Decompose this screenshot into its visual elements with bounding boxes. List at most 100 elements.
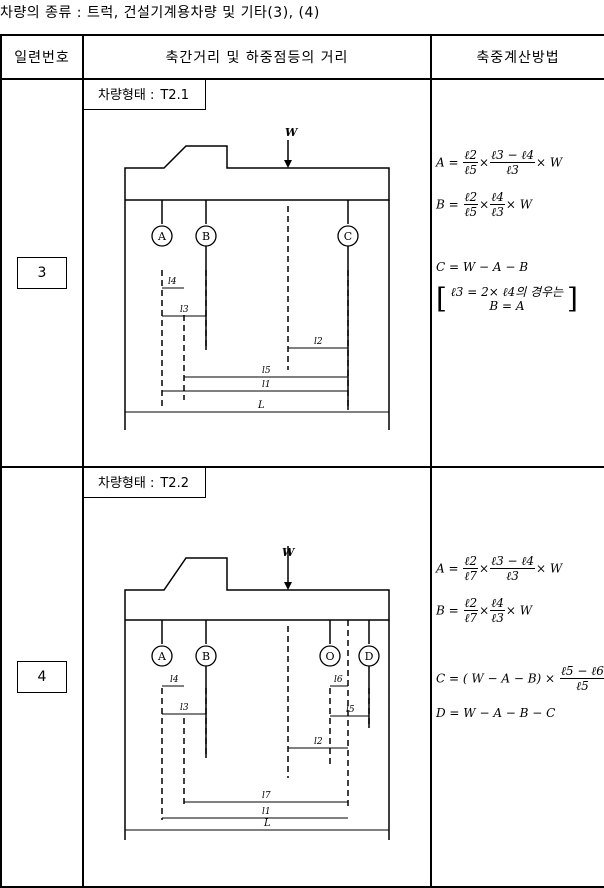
diagram-cell: 차량형태 : T2.1	[82, 78, 432, 468]
fraction-den: ℓ3	[491, 205, 504, 219]
formula-b-tail: × W	[505, 603, 533, 618]
axle-circle-a	[151, 645, 173, 667]
axle-circle-o	[319, 645, 341, 667]
fraction-num: ℓ2	[463, 148, 479, 163]
row-number-box: 4	[17, 661, 67, 693]
fraction-den: ℓ3	[506, 163, 519, 177]
vehicle-diagram-t22: A B O D W l4 l3 l6 l5	[124, 546, 390, 840]
fraction-num: ℓ2	[463, 190, 479, 205]
fraction-num: ℓ2	[463, 596, 479, 611]
vehicle-type-label: 차량형태 : T2.1	[83, 79, 206, 110]
fraction-num: ℓ4	[490, 596, 505, 611]
page-title: 차량의 종류 : 트럭, 건설기계용차량 및 기타(3), (4)	[0, 5, 320, 21]
axle-label-c: C	[344, 230, 352, 243]
formula-c: C = W − A − B	[436, 260, 529, 274]
axle-circle-b	[195, 645, 217, 667]
dim-label-L: L	[263, 818, 271, 829]
fraction-num: ℓ3 − ℓ4	[490, 148, 536, 163]
fraction-den: ℓ7	[464, 569, 478, 583]
formula-a-tail: × W	[536, 155, 563, 170]
dim-label-l1: l1	[262, 380, 271, 390]
fraction-den: ℓ7	[464, 611, 478, 625]
fraction-den: ℓ5	[464, 163, 478, 177]
fraction-den: ℓ3	[506, 569, 519, 583]
header-serial-number: 일련번호	[0, 34, 84, 80]
row-number-cell: 4	[0, 466, 84, 888]
vehicle-type-prefix: 차량형태 :	[98, 88, 155, 103]
formula-b-lhs: B =	[436, 197, 459, 212]
vehicle-body-outline	[124, 557, 390, 621]
dim-label-l5: l5	[262, 366, 271, 376]
load-label: W	[282, 546, 296, 559]
formula-c-lhs: C = ( W − A − B) ×	[436, 671, 556, 686]
vehicle-type-code: T2.2	[160, 476, 189, 491]
load-arrowhead	[284, 160, 292, 168]
fraction-den: ℓ3	[491, 611, 504, 625]
axle-circle-a	[151, 225, 173, 247]
dim-label-l3: l3	[180, 305, 189, 315]
axle-label-b: B	[202, 650, 210, 663]
axle-label-o: O	[325, 650, 334, 663]
load-label: W	[285, 126, 299, 139]
formula-b-lhs: B =	[436, 603, 459, 618]
fraction-num: ℓ5 − ℓ6	[559, 664, 604, 679]
axle-circle-d	[358, 645, 380, 667]
vehicle-type-code: T2.1	[160, 88, 189, 103]
load-arrowhead	[284, 582, 292, 590]
dim-label-l2: l2	[314, 337, 323, 347]
fraction-num: ℓ4	[490, 190, 505, 205]
axle-label-b: B	[202, 230, 210, 243]
formula-d: D = W − A − B − C	[436, 706, 556, 720]
note-line-2: B = A	[489, 298, 525, 313]
note-line-1: ℓ3 = 2× ℓ4의 경우는	[450, 284, 564, 299]
fraction-num: ℓ2	[463, 554, 479, 569]
formula-a-lhs: A =	[436, 561, 459, 576]
formula-note: [ ℓ3 = 2× ℓ4의 경우는 B = A ]	[436, 282, 578, 315]
axle-label-a: A	[157, 230, 167, 243]
dim-label-l2: l2	[314, 737, 323, 747]
axle-load-table: 일련번호 축간거리 및 하중점등의 거리 축중계산방법 3 차량형태 : T2.1	[0, 34, 604, 888]
dim-label-l3: l3	[180, 703, 189, 713]
dim-label-l6: l6	[334, 675, 343, 685]
dim-label-L: L	[257, 400, 265, 411]
table-header-row: 일련번호 축간거리 및 하중점등의 거리 축중계산방법	[0, 34, 604, 80]
fraction-num: ℓ3 − ℓ4	[490, 554, 536, 569]
formula-b-tail: × W	[505, 197, 533, 212]
table-row: 4 차량형태 : T2.2	[0, 466, 604, 888]
axle-label-a: A	[157, 650, 167, 663]
row-number-box: 3	[17, 257, 67, 289]
vehicle-diagram-t21: A B C W l4 l3 l2 l5 l1 L	[124, 126, 390, 430]
dim-label-l4: l4	[168, 277, 177, 287]
diagram-cell: 차량형태 : T2.2	[82, 466, 432, 888]
vehicle-body-outline	[124, 145, 390, 201]
row-number-cell: 3	[0, 78, 84, 468]
fraction-den: ℓ5	[464, 205, 478, 219]
vehicle-type-label: 차량형태 : T2.2	[83, 467, 206, 498]
vehicle-type-prefix: 차량형태 :	[98, 476, 155, 491]
header-calculation-method: 축중계산방법	[430, 34, 604, 80]
formula-a-tail: × W	[536, 561, 563, 576]
header-axle-distance: 축간거리 및 하중점등의 거리	[82, 34, 432, 80]
axle-label-d: D	[365, 650, 374, 663]
dim-label-l5: l5	[346, 705, 355, 715]
fraction-den: ℓ5	[576, 679, 589, 693]
table-row: 3 차량형태 : T2.1	[0, 78, 604, 468]
dim-label-l4: l4	[170, 675, 179, 685]
axle-circle-c	[337, 225, 359, 247]
formula-a-lhs: A =	[436, 155, 459, 170]
